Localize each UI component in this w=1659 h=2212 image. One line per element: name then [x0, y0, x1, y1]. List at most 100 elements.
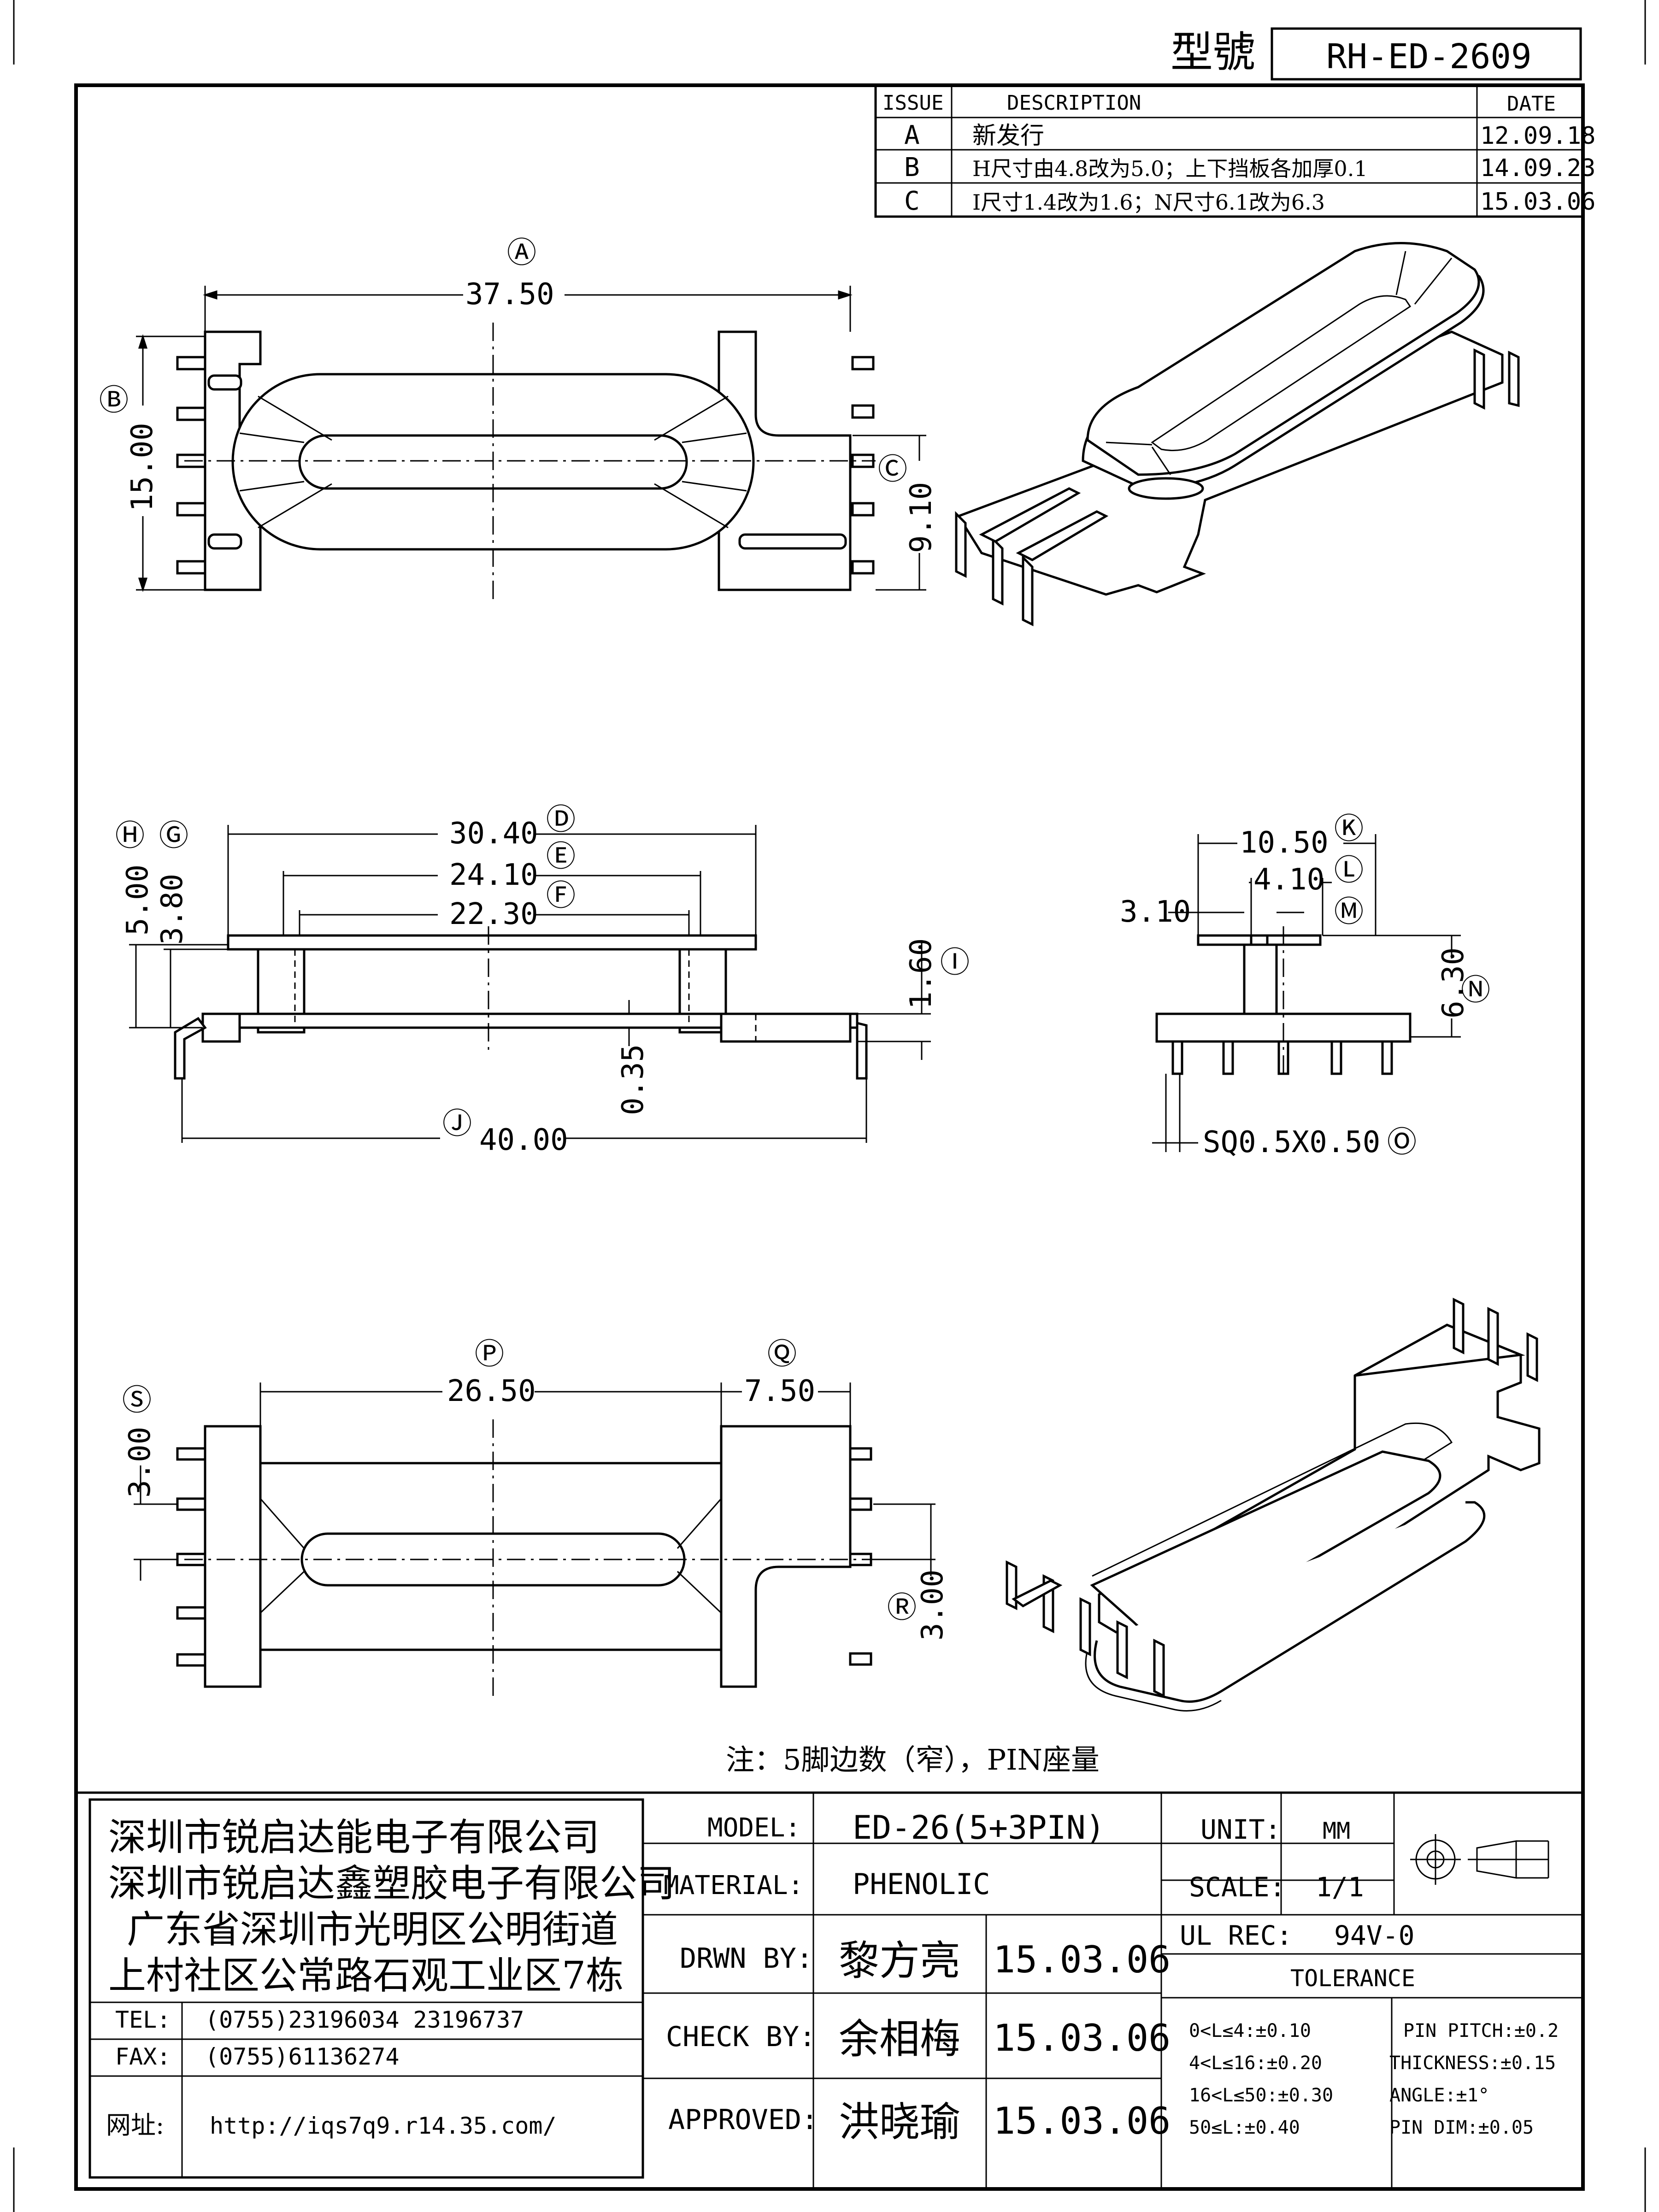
rev-b-date: 14.09.23	[1480, 154, 1595, 182]
top-view: Ⓐ 37.50 Ⓑ 15.00 Ⓒ 9.10	[99, 236, 938, 599]
model-field-label: MODEL:	[707, 1813, 800, 1843]
material-field-value: PHENOLIC	[853, 1867, 990, 1901]
dim-b-value: 15.00	[125, 423, 159, 512]
fax-value: (0755)61136274	[205, 2043, 399, 2070]
rev-b-description: H尺寸由4.8改为5.0；上下挡板各加厚0.1	[972, 156, 1368, 181]
dim-f-value: 22.30	[449, 897, 538, 931]
dim-o-tag: Ⓞ	[1387, 1125, 1417, 1159]
dim-l-tag: Ⓛ	[1334, 853, 1364, 888]
revision-table: ISSUE DESCRIPTION DATE A 新发行 12.09.18 B …	[874, 84, 1595, 218]
tolerance-pin-pitch: PIN PITCH:±0.2	[1403, 2020, 1559, 2041]
check-field-label: CHECK BY:	[666, 2021, 816, 2053]
third-angle-projection-icon	[1410, 1834, 1549, 1885]
model-label: 型號	[1171, 28, 1255, 77]
dim-g-value: 3.80	[155, 874, 189, 945]
dim-j-value: 40.00	[479, 1123, 568, 1157]
tolerance-row-2: 4<L≤16:±0.20	[1189, 2053, 1322, 2074]
model-number-box	[1271, 27, 1582, 81]
check-date: 15.03.06	[993, 2017, 1171, 2059]
tolerance-thickness: THICKNESS:±0.15	[1389, 2053, 1556, 2074]
dim-l-value: 4.10	[1253, 863, 1324, 897]
dim-m-tag: Ⓜ	[1334, 895, 1364, 929]
rev-a-issue: A	[904, 120, 920, 150]
dim-r-tag: Ⓡ	[887, 1591, 917, 1625]
unit-field-label: UNIT:	[1200, 1814, 1281, 1845]
dim-e-tag: Ⓔ	[546, 840, 576, 874]
rev-header-date: DATE	[1507, 92, 1556, 116]
approved-date: 15.03.06	[993, 2100, 1171, 2142]
company-line-3: 广东省深圳市光明区公明街道	[127, 1908, 618, 1952]
dim-e-value: 24.10	[449, 858, 538, 892]
company-line-2: 深圳市锐启达鑫塑胶电子有限公司	[108, 1862, 675, 1906]
rev-c-issue: C	[904, 186, 920, 216]
dim-i-tag: Ⓘ	[940, 946, 970, 980]
dim-n-tag: Ⓝ	[1461, 973, 1490, 1007]
dim-j-tag: Ⓙ	[442, 1107, 472, 1141]
dim-s-value: 3.00	[123, 1427, 157, 1498]
rev-c-description: I尺寸1.4改为1.6；N尺寸6.1改为6.3	[972, 190, 1325, 215]
dim-g-tag: Ⓖ	[159, 819, 188, 853]
web-value: http://iqs7q9.r14.35.com/	[210, 2112, 557, 2139]
dim-035-value: 0.35	[616, 1044, 650, 1115]
rev-c-date: 15.03.06	[1480, 188, 1595, 216]
rev-b-issue: B	[904, 153, 920, 182]
tel-label: TEL:	[115, 2006, 171, 2033]
dim-o-value: SQ0.5X0.50	[1203, 1125, 1380, 1159]
drawn-field-label: DRWN BY:	[680, 1942, 813, 1975]
dim-d-tag: Ⓓ	[546, 803, 576, 837]
drawn-date: 15.03.06	[993, 1938, 1171, 1981]
tolerance-heading: TOLERANCE	[1290, 1965, 1415, 1992]
side-view: 10.50 Ⓚ 4.10 Ⓛ 3.10 Ⓜ 6.30 Ⓝ SQ0.5X0.50 …	[1120, 812, 1490, 1159]
approved-field-label: APPROVED:	[668, 2104, 818, 2136]
approved-by-name: 洪晓瑜	[839, 2098, 960, 2146]
dim-h-tag: Ⓗ	[115, 819, 145, 853]
dim-m-value: 3.10	[1120, 895, 1191, 929]
scale-field-value: 1/1	[1316, 1871, 1364, 1903]
top-view-pins-left	[176, 356, 206, 575]
rev-a-description: 新发行	[972, 122, 1044, 150]
tolerance-angle: ANGLE:±1°	[1389, 2085, 1489, 2106]
dim-k-value: 10.50	[1240, 826, 1329, 860]
check-by-name: 余相梅	[839, 2015, 960, 2063]
dim-b-tag: Ⓑ	[99, 383, 129, 418]
dim-q-value: 7.50	[744, 1374, 815, 1408]
iso-view-top	[955, 242, 1520, 627]
dim-d-value: 30.40	[449, 817, 538, 851]
tolerance-pin-dim: PIN DIM:±0.05	[1389, 2117, 1534, 2138]
rev-header-description: DESCRIPTION	[1007, 91, 1141, 115]
model-header: 型號 RH-ED-2609	[1171, 27, 1582, 81]
unit-field-value: MM	[1323, 1818, 1350, 1844]
ul-field-label: UL REC:	[1180, 1920, 1292, 1951]
dim-n-value: 6.30	[1436, 947, 1471, 1018]
dim-p-value: 26.50	[447, 1374, 536, 1408]
dim-p-tag: Ⓟ	[475, 1337, 504, 1371]
dim-q-tag: Ⓠ	[767, 1337, 797, 1371]
model-number: RH-ED-2609	[1326, 37, 1532, 76]
web-label: 网址:	[106, 2111, 164, 2140]
dim-c-value: 9.10	[904, 482, 938, 553]
dim-c-tag: Ⓒ	[878, 453, 907, 487]
bottom-view: Ⓟ 26.50 Ⓠ 7.50 Ⓢ 3.00 Ⓡ 3.00	[122, 1337, 950, 1696]
tel-value: (0755)23196034 23196737	[205, 2006, 524, 2033]
company-line-4: 上村社区公常路石观工业区7栋	[108, 1954, 624, 1998]
dim-k-tag: Ⓚ	[1334, 812, 1364, 846]
sheet-corner-marks	[13, 0, 1646, 2212]
dim-a-value: 37.50	[465, 277, 554, 312]
dim-h-value: 5.00	[121, 865, 155, 935]
model-field-value: ED-26(5+3PIN)	[853, 1809, 1105, 1847]
scale-field-label: SCALE:	[1189, 1871, 1286, 1903]
front-view: 30.40 Ⓓ 24.10 Ⓔ 22.30 Ⓕ Ⓗ Ⓖ 5.00 3.80 1.…	[115, 803, 970, 1157]
note-text: 注：5脚边数（窄），PIN座量	[726, 1743, 1100, 1777]
dim-s-tag: Ⓢ	[122, 1383, 152, 1418]
rev-a-date: 12.09.18	[1480, 122, 1595, 150]
dim-i-value: 1.60	[904, 938, 938, 1009]
tolerance-row-3: 16<L≤50:±0.30	[1189, 2085, 1333, 2106]
fax-label: FAX:	[115, 2043, 171, 2070]
iso-view-bottom	[1006, 1297, 1541, 1712]
dim-f-tag: Ⓕ	[546, 879, 576, 913]
ul-field-value: 94V-0	[1334, 1920, 1415, 1951]
drawn-by-name: 黎方亮	[839, 1937, 960, 1984]
title-block: 深圳市锐启达能电子有限公司 深圳市锐启达鑫塑胶电子有限公司 广东省深圳市光明区公…	[75, 1791, 1584, 2190]
material-field-label: MATERIAL:	[664, 1871, 803, 1900]
